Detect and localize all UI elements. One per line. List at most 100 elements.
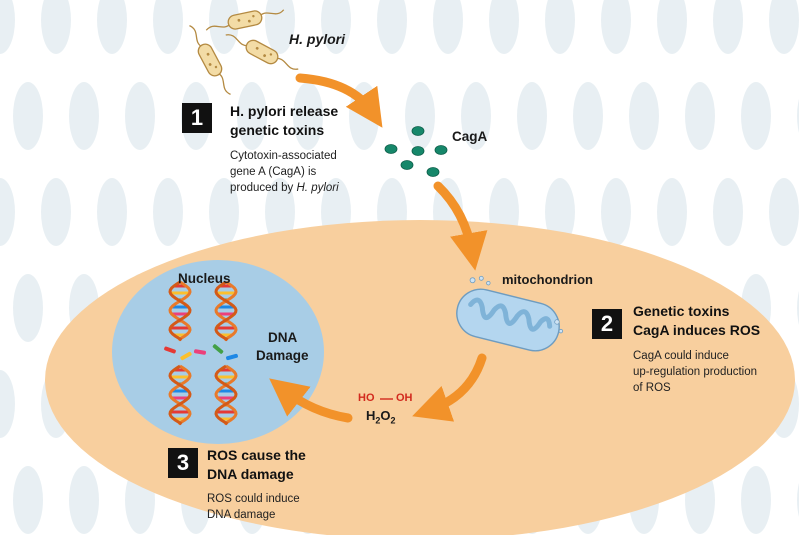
background-blob [125,82,155,150]
dna-backbone-left-lower [168,364,192,426]
background-blob [41,0,71,54]
h2o2-left-group: HO [358,392,375,404]
background-blob [713,178,743,246]
background-blob [13,466,43,534]
bacterium-3 [225,34,299,70]
h2o2-formula-h: H [366,408,376,423]
background-blob [13,82,43,150]
background-blob [405,82,435,150]
background-blob [41,178,71,246]
background-blob [573,82,603,150]
background-blob [517,82,547,150]
arrow-mitochondrion-to-h2o2 [412,353,487,422]
h2o2-formula-o: O [380,408,391,423]
step-3-desc-line-2: DNA damage [207,509,276,521]
step-3-title-line-1: ROS cause the [207,447,306,463]
caga-label: CagA [452,129,488,144]
step-2-title-line-2: CagA induces ROS [633,322,761,338]
background-blob [97,178,127,246]
step-2-desc-line-1: CagA could induce [633,350,729,362]
dna-backbone-left-lower [168,364,192,426]
dna-strands [164,280,238,426]
background-blob [657,0,687,54]
dna-backbone-right-upper [214,280,238,342]
step-2-badge: 2 [592,309,622,339]
background-blob [321,0,351,54]
step-3-desc-line-1: ROS could induce [207,493,300,505]
dna-fragment [164,346,176,354]
caga-particles [384,126,448,177]
step-1-desc-line-3-prefix: produced by [230,182,297,194]
step-2-desc-line-2: up-regulation production [633,366,758,378]
background-blob [293,82,323,150]
caga-particle [400,160,414,170]
step-1-desc-line-3-species: H. pylori [296,182,339,194]
background-blob [69,466,99,534]
step-1-desc-line-1: Cytotoxin-associated [230,150,337,162]
background-blob [545,178,575,246]
arrow-h2o2-to-nucleus [269,378,353,423]
background-blob [0,0,15,54]
dna-backbone-right-upper [214,280,238,342]
background-blob [461,82,491,150]
step-1-title-line-1: H. pylori release [230,103,339,119]
background-blob [153,0,183,54]
dna-backbone-right-lower [214,364,238,426]
dna-fragment [193,349,207,355]
nucleus-label: Nucleus [178,271,231,286]
background-blob [601,0,631,54]
mitochondrion-label: mitochondrion [502,272,593,287]
dna-damage-label-line-1: DNA [268,330,298,345]
background-blob [0,178,15,246]
dna-fragment [180,351,192,361]
background-blob [545,0,575,54]
background-blob [601,178,631,246]
background-blob [629,82,659,150]
background-blob [209,178,239,246]
caga-particle [426,167,440,177]
step-2-desc-line-3: of ROS [633,382,671,394]
bacterium-1 [205,9,285,31]
background-blob [0,370,15,438]
bacteria-label: H. pylori [289,31,346,47]
bacterium-2 [189,25,231,95]
caga-particle [434,145,448,155]
background-blob [153,178,183,246]
caga-particle [384,144,398,154]
step-1-desc-line-3: produced by H. pylori [230,181,339,196]
arrow-caga-to-mitochondrion [433,181,488,271]
step-2-title-line-1: Genetic toxins [633,303,730,319]
h2o2-formula: H2O2 [366,408,396,426]
background-blob [769,178,799,246]
dna-fragment [212,344,224,354]
step-1-desc-line-2: gene A (CagA) is [230,166,317,178]
dna-backbone-right-lower [214,364,238,426]
background-blob [489,0,519,54]
background-blob [69,82,99,150]
background-blob [265,178,295,246]
dna-fragment [226,353,238,361]
step-3-badge: 3 [168,448,198,478]
step-1-title-line-2: genetic toxins [230,122,325,138]
arrow-bacteria-to-caga [295,73,383,128]
h2o2-right-group: OH [396,392,413,404]
background-blob [237,82,267,150]
background-blob [97,0,127,54]
step-3-title-line-2: DNA damage [207,466,294,482]
background-blob [741,466,771,534]
background-blob [433,0,463,54]
caga-particle [411,146,425,156]
background-blob [741,82,771,150]
background-blob [377,0,407,54]
dna-backbone-left-upper [168,280,192,342]
mitochondrion-organelle [456,275,564,352]
background-blob [713,0,743,54]
background-blob [13,274,43,342]
background-blob [657,178,687,246]
dna-backbone-left-upper [168,280,192,342]
caga-particle [411,126,425,136]
background-blob [685,82,715,150]
dna-damage-label-line-2: Damage [256,348,309,363]
